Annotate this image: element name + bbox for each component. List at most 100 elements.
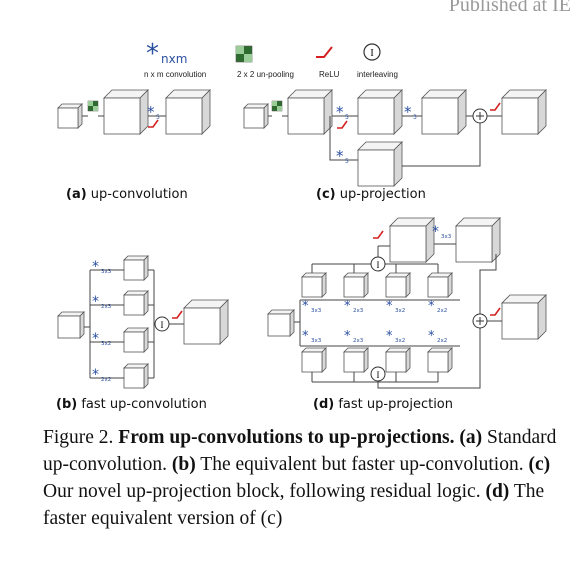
- feature-map: [123, 363, 149, 389]
- label-d-letter: (d): [313, 397, 335, 412]
- feature-map: [501, 89, 547, 135]
- label-d-title: fast up-projection: [338, 397, 453, 412]
- feature-map: [123, 255, 149, 281]
- conv-icon: *: [386, 329, 393, 344]
- conv-icon: *: [336, 103, 344, 121]
- label-b-letter: (b): [56, 397, 78, 412]
- caption-a-text: Standard up-convolution.: [43, 427, 557, 475]
- relu-icon: [490, 102, 501, 111]
- label-c-title: up-projection: [339, 187, 426, 202]
- conv-icon: *: [92, 331, 99, 347]
- conv-icon: *: [386, 299, 393, 314]
- relu-icon: [172, 310, 183, 319]
- interleave-icon: I: [370, 366, 386, 382]
- kernel-label: 2x3: [101, 304, 112, 310]
- interleave-icon: I: [370, 256, 386, 272]
- relu-icon: [373, 230, 384, 239]
- conv-icon: *: [92, 259, 99, 275]
- conv-icon: *: [336, 147, 344, 165]
- feature-map: [165, 89, 211, 135]
- conv-icon: *: [147, 103, 155, 121]
- label-d: (d) fast up-projection: [313, 397, 453, 412]
- feature-map: [427, 347, 453, 373]
- legend-interleave-label: interleaving: [357, 70, 398, 79]
- legend: * nxm I: [146, 39, 381, 69]
- unpool-icon: [271, 100, 283, 112]
- feature-map: [287, 89, 333, 135]
- feature-map: [123, 290, 149, 316]
- feature-map: [301, 272, 327, 298]
- feature-map: [267, 309, 295, 337]
- label-c: (c) up-projection: [316, 187, 426, 202]
- interleave-symbol: I: [161, 320, 164, 330]
- kernel-label: 5: [345, 114, 349, 121]
- legend-unpool-label: 2 x 2 un-pooling: [237, 70, 294, 79]
- caption-d-text: The faster equivalent version of (c): [43, 481, 545, 529]
- kernel-label: 2x3: [353, 308, 364, 314]
- feature-map: [343, 272, 369, 298]
- interleave-icon: I: [363, 43, 381, 61]
- label-b: (b) fast up-convolution: [56, 397, 207, 412]
- conv-icon: *: [146, 39, 159, 69]
- diagram-b: * 3x3 * 2x3 * 3x2 * 2x2: [57, 255, 229, 389]
- feature-map: [389, 217, 435, 263]
- diagram-c: * 5 * 5 * 3: [243, 89, 547, 187]
- unpool-icon: [87, 100, 99, 112]
- interleave-symbol: I: [377, 260, 380, 270]
- feature-map: [301, 347, 327, 373]
- relu-icon: [337, 120, 348, 129]
- relu-icon: [316, 46, 333, 58]
- feature-map: [357, 89, 403, 135]
- conv-icon: *: [344, 329, 351, 344]
- feature-map: [57, 103, 83, 129]
- kernel-label: 3x2: [101, 341, 111, 347]
- interleave-symbol: I: [370, 48, 373, 59]
- feature-map: [501, 294, 547, 340]
- relu-icon: [148, 119, 159, 128]
- caption-fig: Figure 2.: [43, 427, 114, 448]
- kernel-label: 3x3: [311, 338, 322, 344]
- kernel-label: 2x2: [437, 338, 447, 344]
- feature-map: [427, 272, 453, 298]
- legend-relu-label: ReLU: [319, 70, 340, 79]
- feature-map: [455, 217, 501, 263]
- conv-icon: *: [92, 367, 99, 383]
- legend-conv-label: n x m convolution: [144, 70, 207, 79]
- conv-icon: *: [92, 294, 99, 310]
- feature-map: [57, 311, 85, 339]
- label-a-title: up-convolution: [90, 187, 188, 202]
- feature-map: [123, 327, 149, 353]
- caption-title: From up-convolutions to up-projections.: [118, 427, 455, 448]
- feature-map: [343, 347, 369, 373]
- conv-icon: *: [302, 299, 309, 314]
- sum-icon: [472, 313, 488, 329]
- label-b-title: fast up-convolution: [81, 397, 207, 412]
- relu-icon: [490, 307, 501, 316]
- conv-icon: *: [428, 299, 435, 314]
- caption-b-letter: (b): [171, 454, 196, 475]
- kernel-label: 3: [413, 114, 417, 121]
- kernel-label: 3x3: [101, 269, 112, 275]
- figure-diagram: * nxm I * 5: [57, 39, 547, 389]
- kernel-label: 2x2: [437, 308, 447, 314]
- caption-a-letter: (a): [459, 427, 483, 448]
- diagram-a: * 5: [57, 89, 211, 135]
- caption-c-letter: (c): [528, 454, 551, 475]
- kernel-label: 5: [156, 114, 160, 121]
- kernel-label: 3x2: [395, 308, 405, 314]
- kernel-label: 5: [345, 158, 349, 165]
- kernel-label: 3x3: [311, 308, 322, 314]
- conv-icon: *: [302, 329, 309, 344]
- feature-map: [357, 141, 403, 187]
- kernel-label: 3x2: [395, 338, 405, 344]
- feature-map: [385, 347, 411, 373]
- conv-icon: *: [404, 103, 412, 121]
- label-a: (a) up-convolution: [66, 187, 188, 202]
- conv-icon: *: [428, 329, 435, 344]
- label-a-letter: (a): [66, 187, 87, 202]
- figure-caption: Figure 2. From up-convolutions to up-pro…: [43, 424, 558, 532]
- legend-conv-symbol: nxm: [161, 52, 187, 66]
- sum-icon: [472, 108, 488, 124]
- kernel-label: 3x3: [441, 234, 452, 240]
- header-text: Published at IE: [448, 0, 571, 16]
